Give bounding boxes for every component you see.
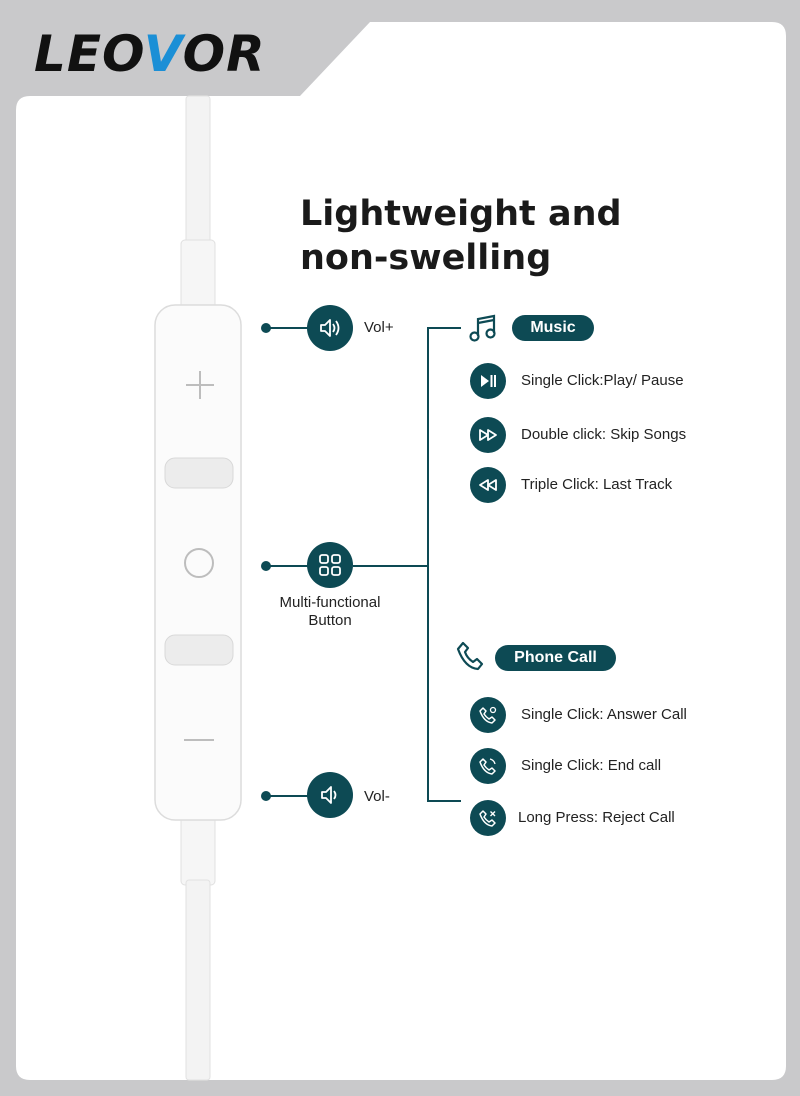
music-note-icon (466, 311, 500, 350)
music-item-skip: Double click: Skip Songs (521, 426, 687, 443)
vol-up-label: Vol+ (364, 319, 394, 336)
grid-apps-icon (307, 542, 353, 588)
vol-down-label: Vol- (364, 788, 390, 805)
music-item-play-pause: Single Click:Play/ Pause (521, 372, 684, 389)
rewind-icon (470, 467, 506, 503)
page-title: Lightweight and non-swelling (300, 192, 622, 280)
phone-section-title: Phone Call (495, 645, 616, 671)
phone-item-answer: Single Click: Answer Call (521, 706, 687, 723)
brand-logo: LEOVOR (34, 25, 266, 83)
bracket-top-line (427, 327, 461, 329)
phone-end-icon (470, 748, 506, 784)
phone-icon (455, 640, 485, 677)
volume-down-icon (307, 772, 353, 818)
bracket-bottom-line (427, 800, 461, 802)
vol-up-pointer-line (266, 327, 308, 329)
vol-down-pointer-line (266, 795, 308, 797)
multi-connector-line (353, 565, 429, 567)
multi-button-label: Multi-functional Button (279, 594, 381, 629)
phone-item-end: Single Click: End call (521, 757, 662, 774)
music-item-last-track: Triple Click: Last Track (521, 476, 673, 493)
music-section-title: Music (512, 315, 594, 341)
page-title-line2: non-swelling (300, 238, 552, 278)
phone-reject-icon (470, 800, 506, 836)
phone-incoming-icon (470, 697, 506, 733)
multi-pointer-line (266, 565, 308, 567)
page-title-line1: Lightweight and (300, 194, 622, 234)
fast-forward-icon (470, 417, 506, 453)
bracket-vertical-line (427, 327, 429, 802)
volume-up-icon (307, 305, 353, 351)
play-pause-icon (470, 363, 506, 399)
phone-item-reject: Long Press: Reject Call (518, 809, 675, 826)
